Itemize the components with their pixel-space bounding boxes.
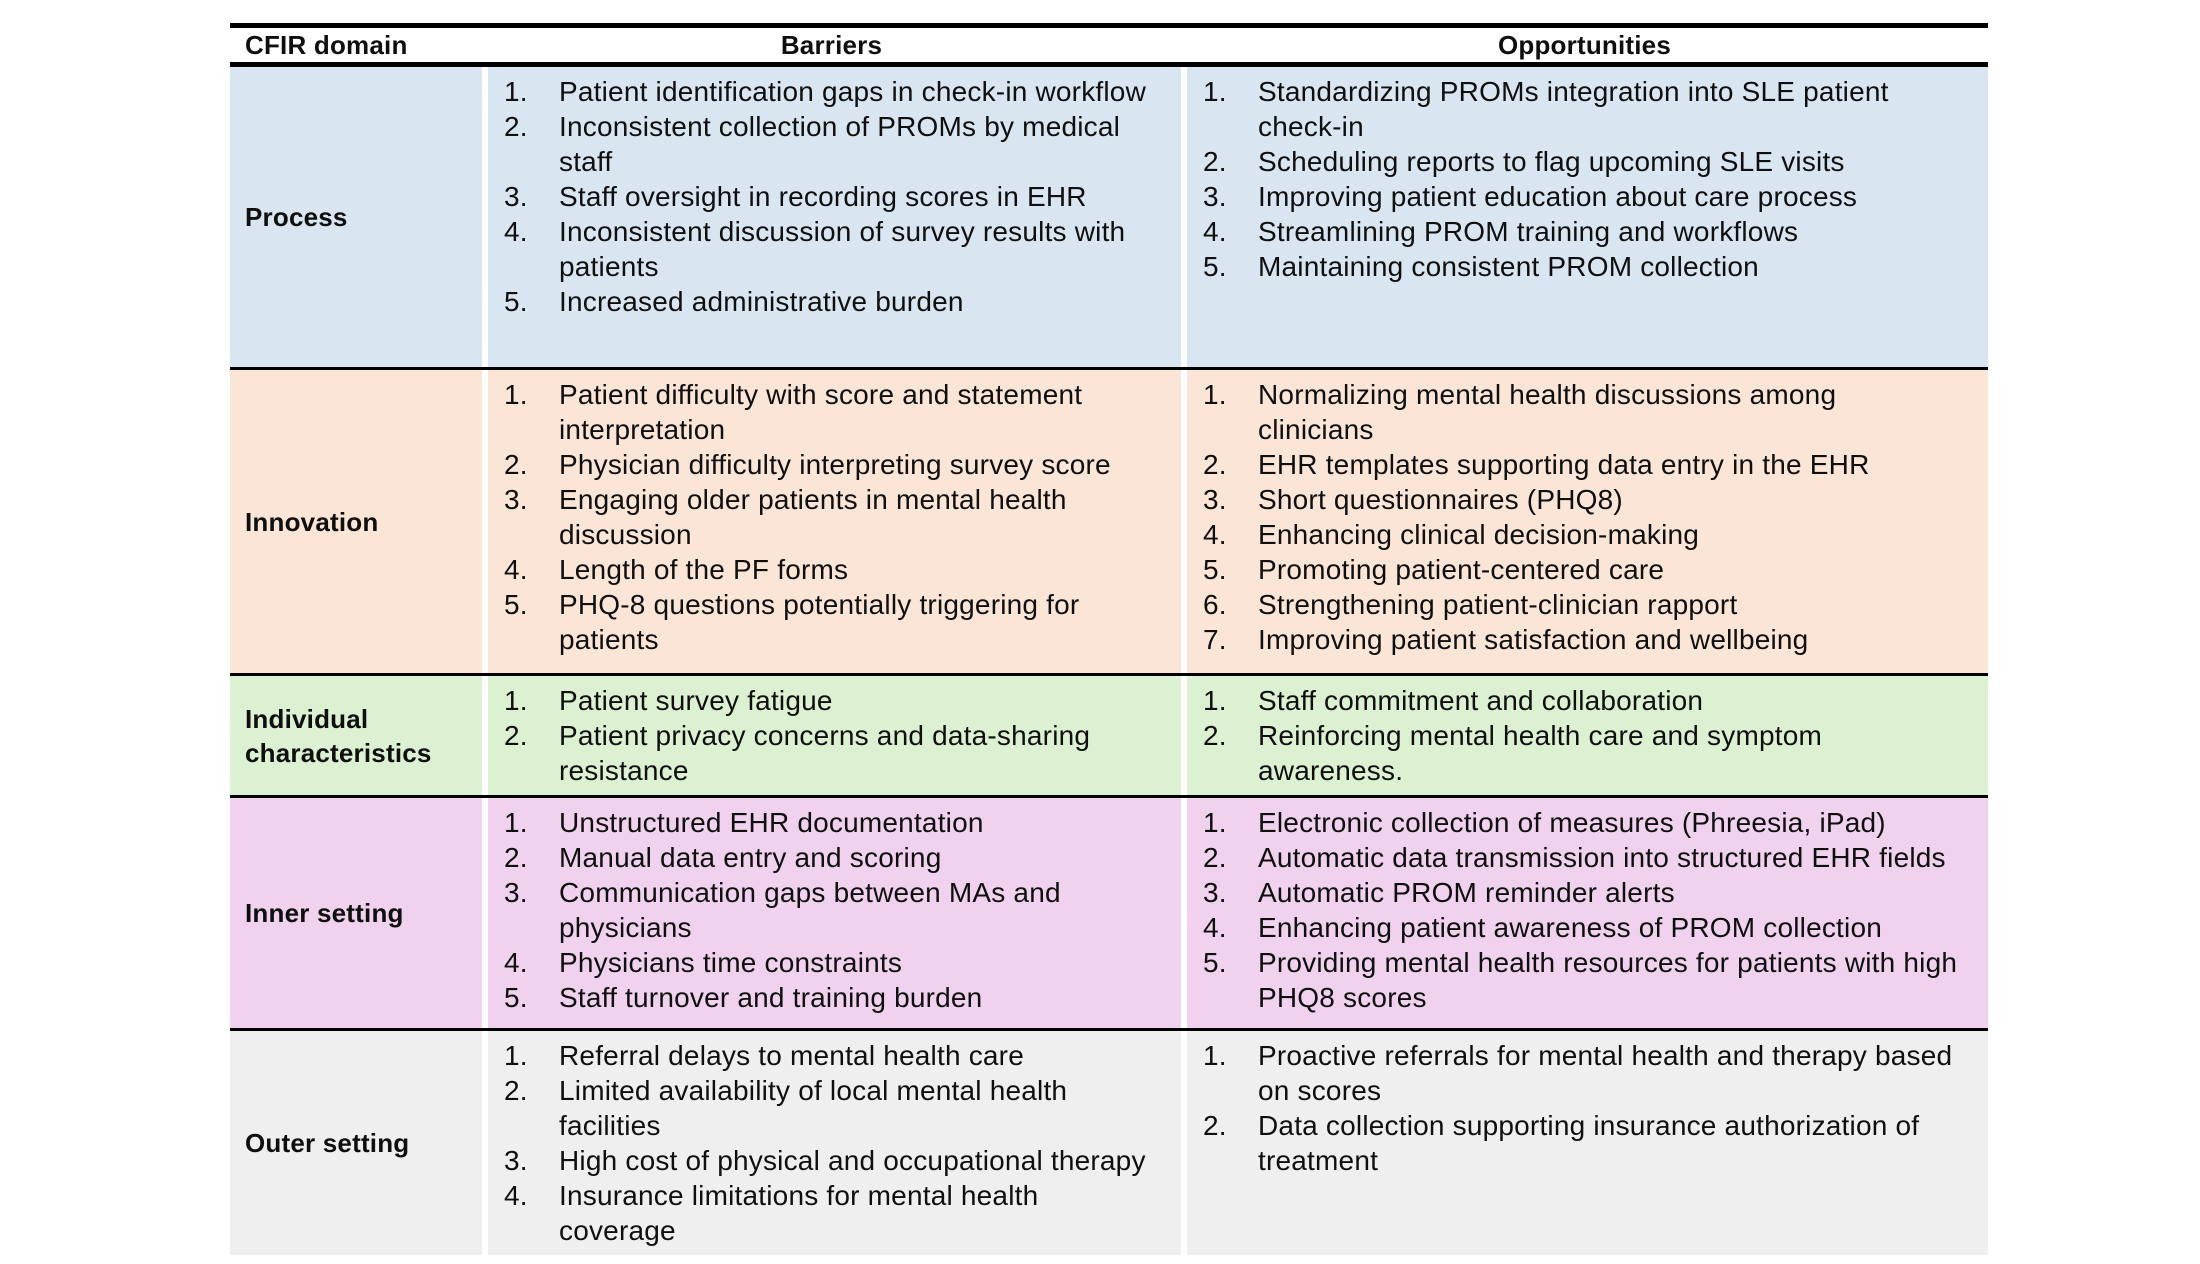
- list-item: Unstructured EHR documentation: [559, 807, 984, 838]
- barriers-list-innovation: Patient difficulty with score and statem…: [488, 370, 1181, 664]
- list-item: Staff turnover and training burden: [559, 982, 983, 1013]
- domain-label-process: Process: [230, 67, 482, 367]
- list-item: Standardizing PROMs integration into SLE…: [1258, 76, 1889, 142]
- list-item: Electronic collection of measures (Phree…: [1258, 807, 1886, 838]
- list-item: Referral delays to mental health care: [559, 1040, 1024, 1071]
- list-item: Maintaining consistent PROM collection: [1258, 251, 1759, 282]
- list-item: Patient difficulty with score and statem…: [559, 379, 1083, 445]
- list-item: Enhancing patient awareness of PROM coll…: [1258, 912, 1882, 943]
- domain-label-individual-characteristics: Individual characteristics: [230, 676, 482, 795]
- list-item: Inconsistent discussion of survey result…: [559, 216, 1126, 282]
- table-row-innovation: Innovation Patient difficulty with score…: [230, 370, 1988, 676]
- list-item: Short questionnaires (PHQ8): [1258, 484, 1623, 515]
- table-row-individual-characteristics: Individual characteristics Patient surve…: [230, 676, 1988, 798]
- list-item: Scheduling reports to flag upcoming SLE …: [1258, 146, 1845, 177]
- column-header-cfir-domain: CFIR domain: [245, 30, 408, 60]
- list-item: Improving patient education about care p…: [1258, 181, 1858, 212]
- column-header-opportunities: Opportunities: [1497, 30, 1672, 60]
- list-item: Patient identification gaps in check-in …: [559, 76, 1147, 107]
- table-row-inner-setting: Inner setting Unstructured EHR documenta…: [230, 798, 1988, 1031]
- list-item: Strengthening patient-clinician rapport: [1258, 589, 1738, 620]
- table-header-row: CFIR domain Barriers Opportunities: [230, 28, 1988, 67]
- barriers-list-outer-setting: Referral delays to mental health care Li…: [488, 1031, 1181, 1255]
- barriers-cell-innovation: Patient difficulty with score and statem…: [482, 370, 1181, 673]
- list-item: Proactive referrals for mental health an…: [1258, 1040, 1953, 1106]
- list-item: Promoting patient-centered care: [1258, 554, 1665, 585]
- opportunities-list-inner-setting: Electronic collection of measures (Phree…: [1187, 798, 1988, 1022]
- list-item: Automatic data transmission into structu…: [1258, 842, 1946, 873]
- list-item: Enhancing clinical decision-making: [1258, 519, 1700, 550]
- table-row-process: Process Patient identification gaps in c…: [230, 67, 1988, 370]
- barriers-list-individual-characteristics: Patient survey fatigue Patient privacy c…: [488, 676, 1181, 795]
- cfir-table: CFIR domain Barriers Opportunities Proce…: [230, 23, 1988, 1255]
- domain-label-innovation: Innovation: [230, 370, 482, 673]
- list-item: Staff oversight in recording scores in E…: [559, 181, 1087, 212]
- list-item: Inconsistent collection of PROMs by medi…: [559, 111, 1121, 177]
- list-item: Limited availability of local mental hea…: [559, 1075, 1068, 1141]
- list-item: High cost of physical and occupational t…: [559, 1145, 1146, 1176]
- opportunities-list-outer-setting: Proactive referrals for mental health an…: [1187, 1031, 1988, 1185]
- barriers-cell-inner-setting: Unstructured EHR documentation Manual da…: [482, 798, 1181, 1028]
- list-item: Normalizing mental health discussions am…: [1258, 379, 1837, 445]
- list-item: Patient privacy concerns and data-sharin…: [559, 720, 1091, 786]
- list-item: Automatic PROM reminder alerts: [1258, 877, 1675, 908]
- opportunities-cell-individual-characteristics: Staff commitment and collaboration Reinf…: [1181, 676, 1988, 795]
- opportunities-cell-outer-setting: Proactive referrals for mental health an…: [1181, 1031, 1988, 1255]
- barriers-cell-outer-setting: Referral delays to mental health care Li…: [482, 1031, 1181, 1255]
- barriers-list-process: Patient identification gaps in check-in …: [488, 67, 1181, 326]
- list-item: Insurance limitations for mental health …: [559, 1180, 1039, 1246]
- opportunities-cell-inner-setting: Electronic collection of measures (Phree…: [1181, 798, 1988, 1028]
- barriers-cell-process: Patient identification gaps in check-in …: [482, 67, 1181, 367]
- list-item: PHQ-8 questions potentially triggering f…: [559, 589, 1080, 655]
- list-item: Physicians time constraints: [559, 947, 903, 978]
- opportunities-list-individual-characteristics: Staff commitment and collaboration Reinf…: [1187, 676, 1988, 795]
- list-item: Engaging older patients in mental health…: [559, 484, 1067, 550]
- opportunities-list-process: Standardizing PROMs integration into SLE…: [1187, 67, 1988, 291]
- domain-label-inner-setting: Inner setting: [230, 798, 482, 1028]
- list-item: Providing mental health resources for pa…: [1258, 947, 1958, 1013]
- list-item: EHR templates supporting data entry in t…: [1258, 449, 1870, 480]
- opportunities-cell-innovation: Normalizing mental health discussions am…: [1181, 370, 1988, 673]
- opportunities-cell-process: Standardizing PROMs integration into SLE…: [1181, 67, 1988, 367]
- list-item: Streamlining PROM training and workflows: [1258, 216, 1799, 247]
- table-row-outer-setting: Outer setting Referral delays to mental …: [230, 1031, 1988, 1255]
- column-header-barriers: Barriers: [780, 30, 883, 60]
- barriers-list-inner-setting: Unstructured EHR documentation Manual da…: [488, 798, 1181, 1022]
- barriers-cell-individual-characteristics: Patient survey fatigue Patient privacy c…: [482, 676, 1181, 795]
- list-item: Improving patient satisfaction and wellb…: [1258, 624, 1809, 655]
- list-item: Length of the PF forms: [559, 554, 849, 585]
- list-item: Staff commitment and collaboration: [1258, 685, 1704, 716]
- opportunities-list-innovation: Normalizing mental health discussions am…: [1187, 370, 1988, 664]
- list-item: Patient survey fatigue: [559, 685, 833, 716]
- list-item: Physician difficulty interpreting survey…: [559, 449, 1111, 480]
- list-item: Manual data entry and scoring: [559, 842, 942, 873]
- list-item: Reinforcing mental health care and sympt…: [1258, 720, 1823, 786]
- domain-label-outer-setting: Outer setting: [230, 1031, 482, 1255]
- list-item: Increased administrative burden: [559, 286, 964, 317]
- list-item: Communication gaps between MAs and physi…: [559, 877, 1061, 943]
- list-item: Data collection supporting insurance aut…: [1258, 1110, 1920, 1176]
